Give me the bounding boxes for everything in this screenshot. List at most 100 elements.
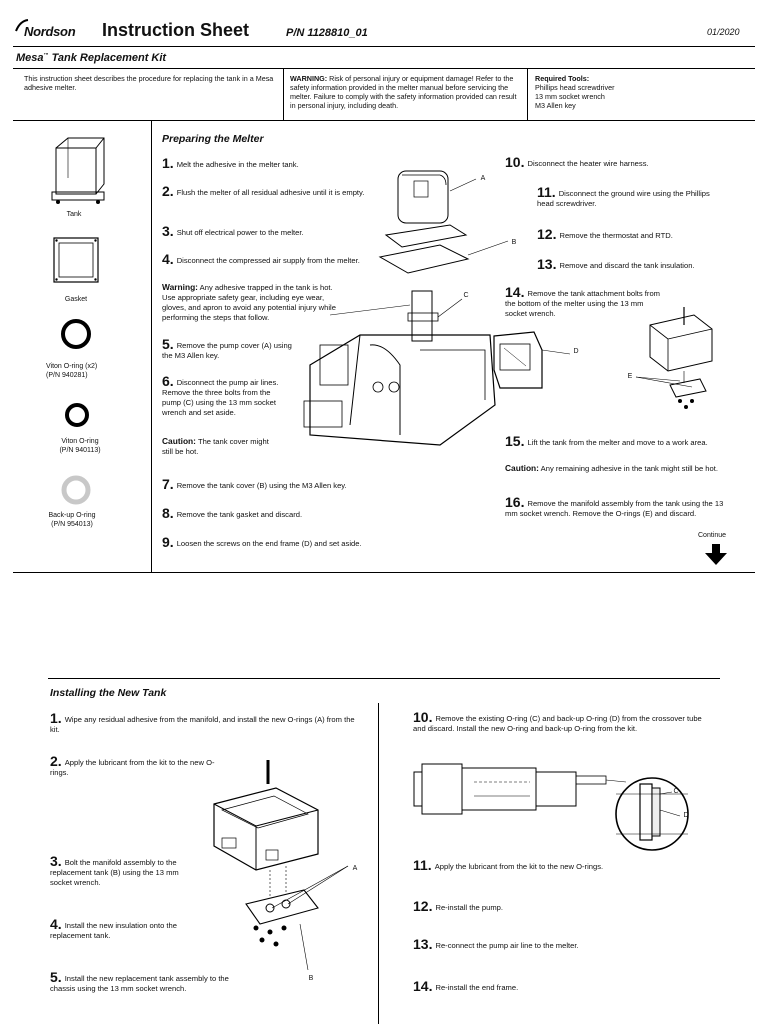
intro-warning-label: WARNING: — [290, 74, 328, 83]
prep-step-15-number: 15. — [505, 433, 525, 449]
installing-top-rule — [48, 678, 720, 679]
prep-step-8: 8.Remove the tank gasket and discard. — [162, 505, 382, 521]
prep-step-3-text: Shut off electrical power to the melter. — [176, 228, 304, 237]
install-step-12-text: Re-install the pump. — [435, 903, 504, 912]
prep-step-16-number: 16. — [505, 494, 525, 510]
tank-manifold-illustration — [635, 307, 713, 409]
prep-step-15-text: Lift the tank from the melter and move t… — [527, 438, 708, 447]
viton-name: Viton O-ring — [61, 438, 99, 445]
prep-step-6: 6.Disconnect the pump air lines. Remove … — [162, 373, 282, 418]
callout-c-prep: C — [463, 292, 469, 299]
callout-a-prep: A — [480, 175, 486, 182]
install-step-1-number: 1. — [50, 710, 62, 726]
prep-step-10-text: Disconnect the heater wire harness. — [527, 159, 649, 168]
prep-caution-15-label: Caution: — [505, 463, 539, 473]
prep-step-14-number: 14. — [505, 284, 525, 300]
install-step-10-number: 10. — [413, 709, 433, 725]
callout-c-install: C — [673, 788, 679, 795]
install-step-12-number: 12. — [413, 898, 433, 914]
prep-step-5-number: 5. — [162, 336, 174, 352]
prep-step-16: 16.Remove the manifold assembly from the… — [505, 494, 727, 519]
prep-step-12-text: Remove the thermostat and RTD. — [559, 231, 673, 240]
part-label-tank: Tank — [66, 211, 82, 218]
prep-warning-label: Warning: — [162, 282, 198, 292]
callout-b-prep: B — [511, 239, 517, 246]
continue-label: Continue — [698, 532, 727, 539]
prep-step-1: 1.Melt the adhesive in the melter tank. — [162, 155, 377, 171]
tool-item: M3 Allen key — [535, 101, 576, 110]
callout-b-install: B — [308, 975, 314, 982]
prep-step-15: 15.Lift the tank from the melter and mov… — [505, 433, 720, 449]
install-step-10: 10.Remove the existing O-ring (C) and ba… — [413, 709, 703, 734]
intro-divider-1 — [283, 68, 284, 120]
tool-item: 13 mm socket wrench — [535, 92, 605, 101]
prep-step-13-number: 13. — [537, 256, 557, 272]
prep-step-14: 14.Remove the tank attachment bolts from… — [505, 284, 663, 319]
install-step-13-number: 13. — [413, 936, 433, 952]
gasket-illustration — [53, 237, 99, 283]
parts-divider — [151, 120, 152, 572]
prep-step-5-text: Remove the pump cover (A) using the M3 A… — [162, 341, 292, 360]
prep-step-2-number: 2. — [162, 183, 174, 199]
prep-step-8-text: Remove the tank gasket and discard. — [176, 510, 303, 519]
install-step-10-text: Remove the existing O-ring (C) and back-… — [413, 714, 702, 733]
install-step-5-text: Install the new replacement tank assembl… — [50, 974, 229, 993]
backup-oring-illustration — [61, 475, 91, 505]
prep-step-12-number: 12. — [537, 226, 557, 242]
prep-step-1-number: 1. — [162, 155, 174, 171]
install-step-12: 12.Re-install the pump. — [413, 898, 703, 914]
viton-pn: (P/N 940113) — [59, 447, 101, 454]
document-title: Instruction Sheet — [102, 20, 250, 40]
header-rule — [13, 46, 755, 47]
prep-step-7: 7.Remove the tank cover (B) using the M3… — [162, 477, 382, 491]
prep-step-6-number: 6. — [162, 373, 174, 389]
kit-title-rest: Tank Replacement Kit — [48, 52, 167, 64]
nordson-swoosh-icon — [15, 19, 29, 32]
intro-description: This instruction sheet describes the pro… — [24, 74, 274, 92]
install-step-3-number: 3. — [50, 853, 62, 869]
prep-step-11: 11.Disconnect the ground wire using the … — [537, 184, 717, 209]
logo-text: Nordson — [24, 24, 76, 39]
prep-step-9-text: Loosen the screws on the end frame (D) a… — [176, 539, 362, 548]
part-label-backup: Back-up O-ring (P/N 954013) — [42, 511, 102, 529]
install-step-11: 11.Apply the lubricant from the kit to t… — [413, 858, 703, 872]
prep-step-13-text: Remove and discard the tank insulation. — [559, 261, 695, 270]
tank-illustration — [51, 137, 105, 204]
end-frame-illustration — [493, 331, 571, 389]
prep-step-10: 10.Disconnect the heater wire harness. — [505, 154, 735, 170]
prep-step-16-text: Remove the manifold assembly from the ta… — [505, 499, 724, 518]
kit-title-tm: ™ — [43, 52, 49, 59]
prep-step-1-text: Melt the adhesive in the melter tank. — [176, 160, 299, 169]
install-step-2-number: 2. — [50, 753, 62, 769]
prep-step-9-number: 9. — [162, 534, 174, 550]
prep-caution-6: Caution: The tank cover might still be h… — [162, 436, 280, 457]
callout-d-install: D — [683, 812, 689, 819]
callout-d-prep: D — [573, 348, 579, 355]
prep-step-11-number: 11. — [537, 184, 556, 200]
prep-warning-text: Any adhesive trapped in the tank is hot.… — [162, 283, 336, 322]
install-step-2-text: Apply the lubricant from the kit to the … — [50, 758, 215, 777]
prep-caution-6-text: The tank cover might still be hot. — [162, 437, 269, 456]
prep-step-7-text: Remove the tank cover (B) using the M3 A… — [176, 481, 347, 490]
prep-step-11-text: Disconnect the ground wire using the Phi… — [537, 189, 710, 208]
kit-title: Mesa™ Tank Replacement Kit — [16, 52, 166, 64]
viton-oring-illustration — [65, 403, 89, 427]
prep-step-13: 13.Remove and discard the tank insulatio… — [537, 256, 737, 272]
prep-step-4-text: Disconnect the compressed air supply fro… — [176, 256, 360, 265]
crossover-tube-illustration — [413, 763, 689, 851]
install-step-4: 4.Install the new insulation onto the re… — [50, 917, 200, 941]
prep-step-10-number: 10. — [505, 154, 525, 170]
install-step-13-text: Re-connect the pump air line to the melt… — [435, 941, 579, 950]
tools-title: Required Tools: — [535, 74, 590, 83]
prep-step-8-number: 8. — [162, 505, 174, 521]
intro-warning: WARNING: Risk of personal injury or equi… — [290, 74, 524, 110]
intro-rule — [13, 120, 755, 121]
install-step-14-number: 14. — [413, 978, 433, 994]
viton-x2-pn: (P/N 940281) — [46, 372, 88, 379]
melter-exploded-illustration — [303, 170, 509, 446]
preparing-title: Preparing the Melter — [162, 133, 264, 145]
prep-warning: Warning: Any adhesive trapped in the tan… — [162, 282, 347, 323]
part-number: P/N 1128810_01 — [286, 27, 368, 39]
intro-warning-text: Risk of personal injury or equipment dam… — [290, 74, 517, 110]
viton-x2-name: Viton O-ring (x2) — [46, 363, 98, 370]
